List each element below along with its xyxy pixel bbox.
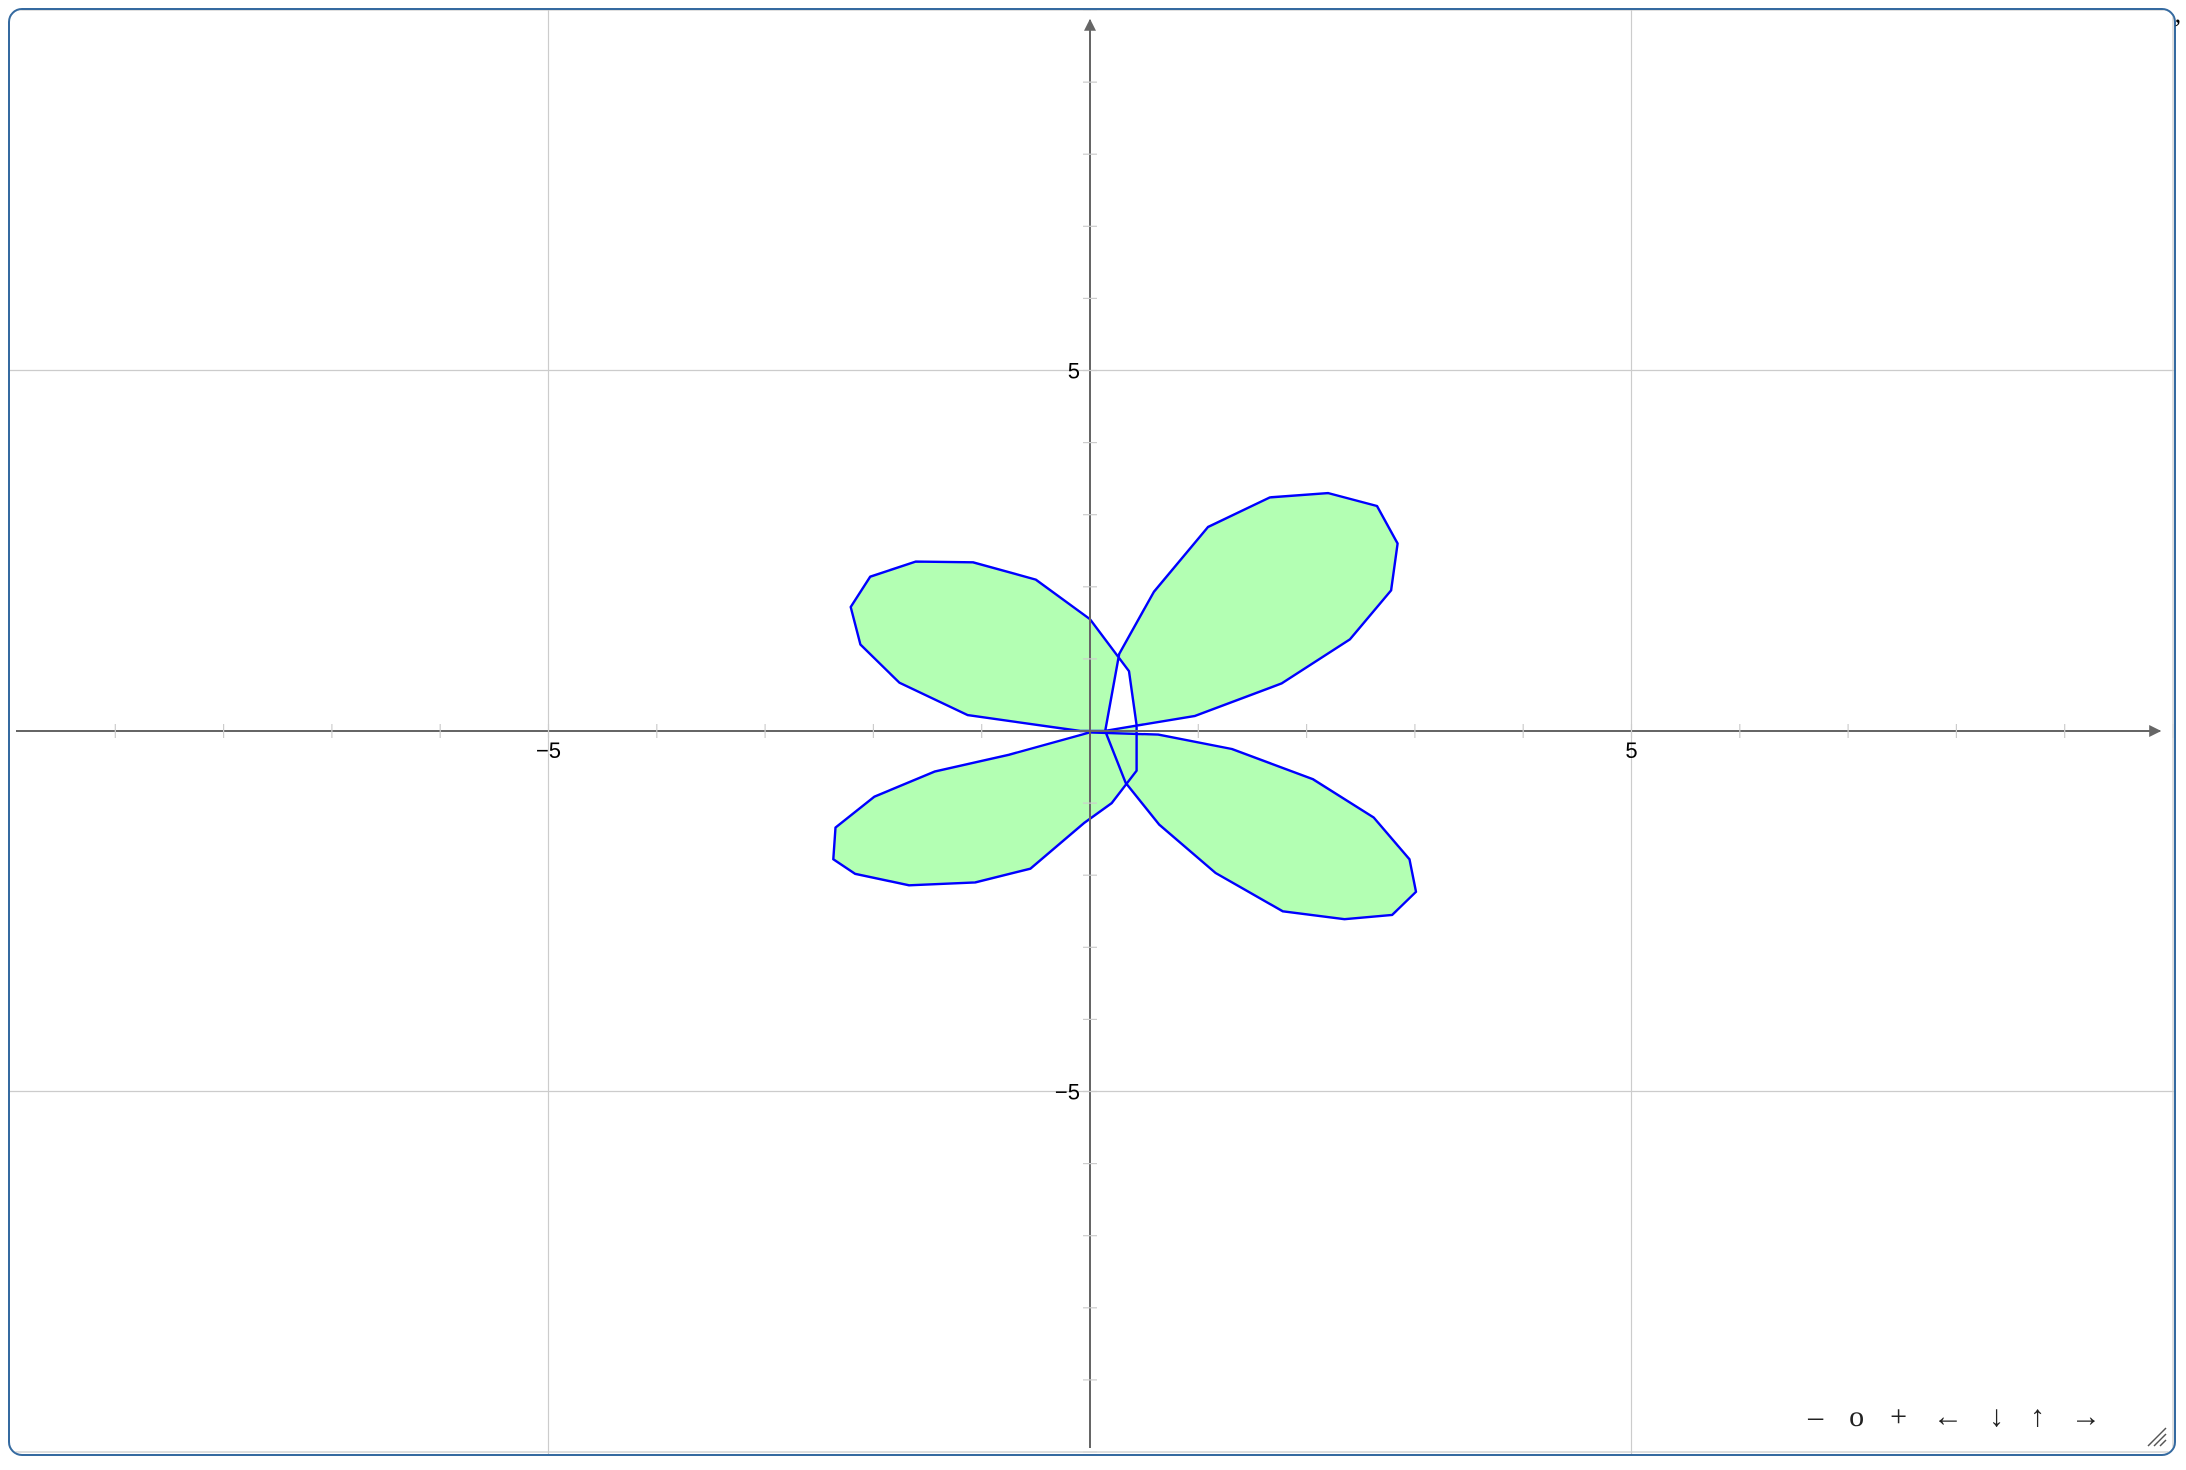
navigation-bar: –o + ← ↓ ↑ →	[1795, 1402, 2114, 1432]
tick-labels: −5 5 5 −5	[536, 359, 1638, 1105]
curve-fill	[833, 493, 1416, 920]
corner-mark: ʼ	[2173, 14, 2182, 43]
y-tick-label: −5	[1055, 1080, 1080, 1105]
axes	[16, 10, 2174, 1453]
x-tick-label: 5	[1625, 738, 1637, 763]
pan-down-button[interactable]: ↓	[1989, 1400, 2004, 1433]
curve-line	[832, 491, 1418, 921]
zoom-in-button[interactable]: +	[1890, 1400, 1907, 1433]
pan-up-button[interactable]: ↑	[2030, 1400, 2045, 1433]
graph-board[interactable]: −5 5 5 −5 –o + ← ↓ ↑ →	[8, 8, 2176, 1456]
curve-layer	[832, 491, 1418, 921]
plot-area[interactable]: −5 5 5 −5	[10, 10, 2174, 1454]
x-tick-label: −5	[536, 738, 561, 763]
zoom-out-button[interactable]: –	[1808, 1400, 1824, 1433]
resize-handle-icon[interactable]	[2144, 1424, 2168, 1448]
pan-right-button[interactable]: →	[2071, 1400, 2101, 1433]
pan-left-button[interactable]: ←	[1933, 1400, 1963, 1433]
y-tick-label: 5	[1068, 359, 1080, 384]
zoom-reset-button[interactable]: o	[1849, 1400, 1865, 1433]
